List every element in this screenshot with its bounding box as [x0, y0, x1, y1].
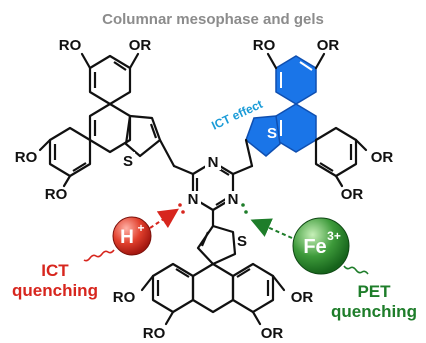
or-right-low: OR — [341, 186, 364, 203]
or-left-top-2: OR — [129, 37, 152, 54]
nitrogen-right: N — [228, 191, 239, 208]
ro-left-top-1: RO — [59, 37, 82, 54]
ict-quenching-line1: ICT — [41, 261, 69, 280]
ro-bottom-left-1: RO — [113, 289, 136, 306]
ro-right-top-1: RO — [253, 37, 276, 54]
pet-quenching-line1: PET — [357, 282, 391, 301]
ict-quenching-line2: quenching — [12, 281, 98, 300]
iron-sphere: Fe 3+ — [292, 217, 350, 275]
proton-charge: + — [137, 221, 144, 235]
nitrogen-left: N — [188, 191, 199, 208]
proton-arrow — [149, 208, 179, 229]
or-bottom-right-2: OR — [261, 325, 284, 342]
ro-left-mid: RO — [15, 149, 38, 166]
left-triphenylene-unit: S RO OR RO RO — [15, 37, 176, 203]
bottom-triphenylene-unit: S RO RO OR OR — [113, 224, 314, 342]
or-right-mid: OR — [371, 149, 394, 166]
iron-arrow — [250, 218, 293, 239]
ro-bottom-left-2: RO — [143, 325, 166, 342]
proton-label: H — [120, 227, 134, 248]
pet-wavy-line — [343, 265, 369, 275]
diagram-title: Columnar mesophase and gels — [102, 11, 324, 28]
or-right-top-2: OR — [317, 37, 340, 54]
ro-left-low: RO — [45, 186, 68, 203]
ict-wavy-line — [83, 249, 115, 262]
iron-label: Fe — [303, 236, 326, 258]
blue-thiophene — [245, 115, 281, 157]
proton-sphere: H + — [112, 216, 152, 256]
triazine-core: N N N — [178, 154, 248, 214]
sulfur-bottom: S — [237, 233, 247, 250]
or-bottom-right-1: OR — [291, 289, 314, 306]
sulfur-right: S — [267, 125, 277, 142]
iron-charge: 3+ — [327, 229, 341, 243]
nitrogen-top: N — [208, 154, 219, 171]
sulfur-left: S — [123, 153, 133, 170]
right-triphenylene-unit-highlighted: S RO OR OR OR — [244, 37, 394, 203]
pet-quenching-line2: quenching — [331, 302, 417, 321]
